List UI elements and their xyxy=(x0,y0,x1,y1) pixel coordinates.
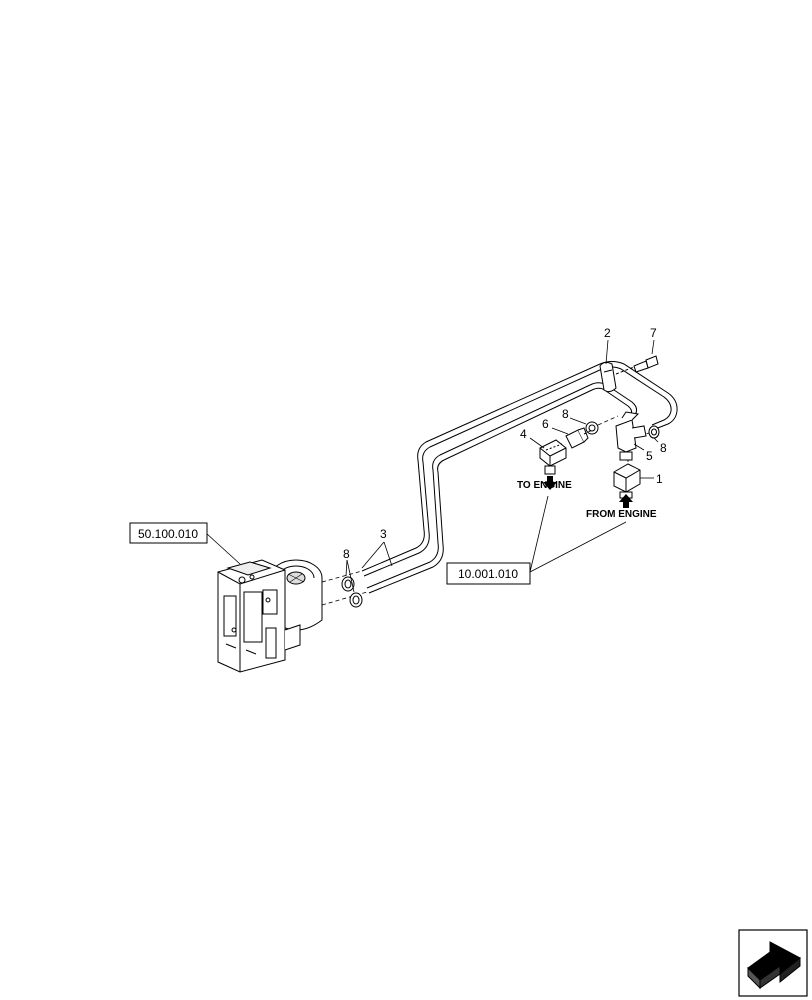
hose-pair xyxy=(361,361,678,594)
adapter xyxy=(565,427,593,449)
bolt xyxy=(615,355,659,375)
next-page-arrow-icon[interactable] xyxy=(738,929,808,997)
callout-2: 2 xyxy=(604,326,611,340)
arrow-down-icon xyxy=(543,476,557,490)
label-to-engine: TO ENGINE xyxy=(517,480,572,491)
hose-lower-inner xyxy=(368,387,633,594)
ref-box-heater[interactable]: 50.100.010 xyxy=(129,522,208,544)
hose-clamps-fittings xyxy=(585,421,660,439)
callout-4: 4 xyxy=(520,427,527,441)
hose-upper-outer xyxy=(361,361,678,572)
callout-8-fitting-top: 8 xyxy=(562,407,569,421)
hose-clip xyxy=(599,361,617,393)
ref-box-engine[interactable]: 10.001.010 xyxy=(446,562,531,585)
callout-5: 5 xyxy=(646,449,653,463)
callout-7: 7 xyxy=(650,326,657,340)
arrow-up-icon xyxy=(619,494,633,508)
elbow-fitting-from-engine xyxy=(613,463,641,499)
ref-label-engine: 10.001.010 xyxy=(458,567,518,581)
callout-8-fitting-right: 8 xyxy=(660,441,667,455)
elbow-fitting-to-engine xyxy=(539,439,567,475)
leader-lines xyxy=(205,339,659,593)
label-from-engine: FROM ENGINE xyxy=(586,509,657,520)
callout-8-heater: 8 xyxy=(343,547,350,561)
heater-unit xyxy=(217,559,323,673)
callout-3: 3 xyxy=(380,527,387,541)
hose-lower-outer xyxy=(366,382,638,589)
callout-6: 6 xyxy=(542,417,549,431)
flow-arrows xyxy=(543,476,633,508)
ref-label-heater: 50.100.010 xyxy=(138,527,198,541)
hose-clamps-heater xyxy=(341,576,363,608)
heater-connection-lines xyxy=(321,570,368,606)
tee-valve-fitting xyxy=(615,411,647,461)
callout-1: 1 xyxy=(656,472,663,486)
